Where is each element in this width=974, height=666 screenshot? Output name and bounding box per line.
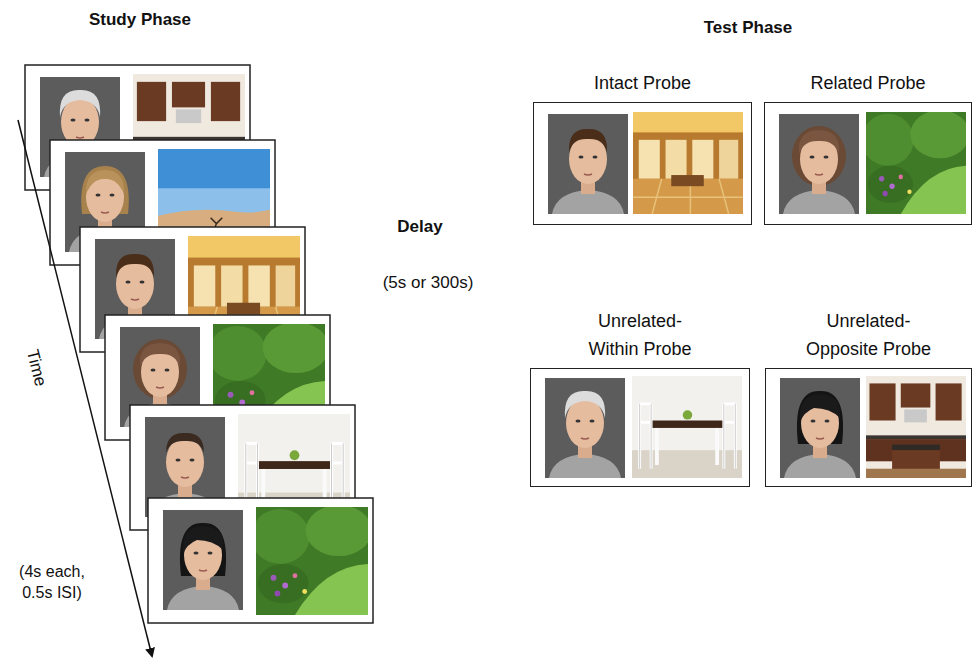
probe-heading: Unrelated- Opposite Probe (798, 307, 940, 363)
delay-duration: (5s or 300s) (383, 272, 474, 294)
probe-box: Related Probe (764, 102, 972, 225)
delay-label: Delay (397, 216, 442, 238)
probe-heading: Related Probe (783, 69, 953, 97)
phase-title: Test Phase (704, 17, 793, 39)
time-label: Time (21, 347, 51, 388)
probe-heading: Unrelated- Within Probe (578, 307, 702, 363)
phase-title: Study Phase (89, 9, 191, 31)
probe-box: Unrelated- Within Probe (530, 368, 750, 487)
probe-box: Intact Probe (533, 102, 752, 225)
timing-note: (4s each, 0.5s ISI) (6, 562, 98, 604)
probe-images (545, 110, 969, 478)
study-card (148, 498, 373, 623)
probe-box: Unrelated- Opposite Probe (765, 368, 972, 487)
probe-heading: Intact Probe (558, 69, 728, 97)
